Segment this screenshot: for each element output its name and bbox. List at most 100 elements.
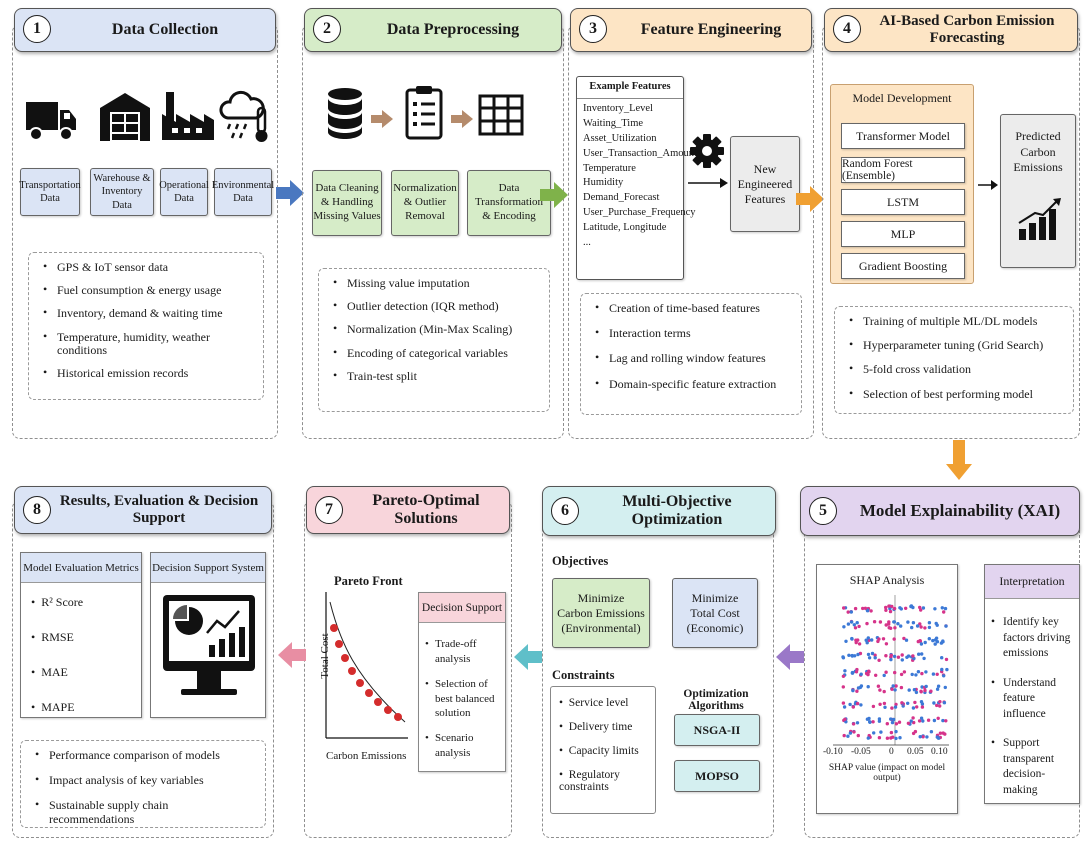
shap-dot <box>941 718 945 723</box>
shap-dot <box>943 685 947 690</box>
shap-dot <box>843 669 847 673</box>
shap-dot <box>866 685 870 689</box>
shap-dot <box>931 672 936 676</box>
shap-dot <box>891 684 895 688</box>
objective-emissions: Minimize Carbon Emissions (Environmental… <box>552 578 650 648</box>
shap-dot <box>884 654 888 658</box>
bullet: Historical emission records <box>43 366 253 380</box>
shap-dot <box>936 716 940 720</box>
arrow-5-to-6 <box>776 644 804 670</box>
shap-dot <box>890 604 894 609</box>
shap-dot <box>913 700 917 705</box>
arrow-right-icon <box>978 180 998 190</box>
shap-dot <box>910 625 914 630</box>
bullet: GPS & IoT sensor data <box>43 260 253 274</box>
shap-dot <box>909 719 913 723</box>
pareto-front-title: Pareto Front <box>334 574 403 588</box>
step3-number: 3 <box>579 15 607 43</box>
shap-dot <box>879 730 883 734</box>
step2-bullets: Missing value imputation Outlier detecti… <box>318 268 550 412</box>
shap-dot <box>889 657 893 662</box>
step7-number: 7 <box>315 496 343 524</box>
shap-dot <box>915 624 920 628</box>
interp-item: •Understand feature influence <box>991 676 1057 720</box>
shap-dot <box>843 717 847 721</box>
ds-item: •Selection of best balanced solution <box>425 677 495 720</box>
shap-dot <box>877 736 882 740</box>
arrow-right-icon <box>371 110 393 128</box>
step3-bullets: Creation of time-based features Interact… <box>580 293 802 415</box>
bullet: Performance comparison of models <box>35 748 255 762</box>
example-features-box: Example Features Inventory_Level Waiting… <box>576 76 697 280</box>
shap-dot <box>857 624 861 629</box>
step4-header: 4 AI-Based Carbon Emission Forecasting <box>824 8 1078 52</box>
arrow-6-to-7 <box>514 644 542 670</box>
shap-dot <box>943 606 948 611</box>
shap-dot <box>890 720 895 725</box>
step8-number: 8 <box>23 496 51 524</box>
shap-dot <box>900 701 904 705</box>
shap-dot <box>933 638 938 642</box>
shap-dot <box>893 626 897 630</box>
step3-header: 3 Feature Engineering <box>570 8 812 52</box>
constraint-item: • Service level <box>559 697 629 709</box>
shap-dot <box>859 672 863 676</box>
shap-dot <box>852 623 856 627</box>
shap-dot <box>893 705 898 709</box>
shap-tick: 0.10 <box>931 747 948 757</box>
shap-tick: -0.10 <box>823 747 843 757</box>
shap-dot <box>849 610 853 614</box>
example-features-title: Example Features <box>577 77 683 99</box>
shap-dot <box>940 606 944 610</box>
shap-dot <box>919 642 924 646</box>
shap-dot <box>855 689 859 693</box>
decision-support-title: Decision Support <box>419 593 505 623</box>
shap-dot <box>927 625 932 630</box>
interp-item: •Identify key factors driving emissions <box>991 616 1071 660</box>
step6-title: Multi-Objective Optimization <box>622 493 732 528</box>
shap-dot <box>889 730 894 735</box>
shap-dot <box>896 655 901 659</box>
shap-dot <box>899 672 904 677</box>
shap-dot <box>873 656 877 660</box>
shap-dot <box>849 620 854 624</box>
shap-dot <box>863 606 868 610</box>
metric-item: • MAE <box>31 665 68 679</box>
shap-dot <box>851 722 856 726</box>
model-gradient-boosting: Gradient Boosting <box>841 253 965 279</box>
feature-item: ... <box>583 237 591 249</box>
shap-dot <box>912 720 916 725</box>
shap-dot <box>942 701 947 705</box>
shap-dot <box>892 637 896 641</box>
shap-dot <box>938 700 942 704</box>
pareto-point <box>330 624 338 632</box>
shap-dot <box>900 653 904 657</box>
shap-dot <box>899 624 903 628</box>
shap-dot <box>906 701 910 705</box>
arrow-7-to-8 <box>278 642 306 668</box>
shap-dot <box>873 653 877 657</box>
algo-mopso: MOPSO <box>674 760 760 792</box>
metric-item: • R² Score <box>31 595 84 609</box>
shap-dot <box>874 673 878 677</box>
pareto-point <box>384 706 392 714</box>
shap-dot <box>876 684 881 688</box>
shap-dot <box>871 720 875 724</box>
shap-dot <box>926 718 931 722</box>
dss-title: Decision Support System <box>151 553 265 583</box>
model-development-title: Model Development <box>852 91 952 105</box>
shap-dot <box>919 608 923 612</box>
shap-dot <box>864 671 869 676</box>
bullet: Fuel consumption & energy usage <box>43 283 253 297</box>
shap-dot <box>918 622 922 626</box>
pareto-point <box>374 698 382 706</box>
shap-dot <box>910 672 914 677</box>
bullet: Lag and rolling window features <box>595 351 791 365</box>
shap-dot <box>878 688 882 692</box>
shap-dot <box>924 670 928 674</box>
algorithms-title: Optimization Algorithms <box>683 688 749 712</box>
algo-nsga2: NSGA-II <box>674 714 760 746</box>
constraint-item: • Regulatory constraints <box>559 769 620 793</box>
feature-item: Temperature <box>583 162 636 174</box>
shap-dot <box>850 637 854 641</box>
